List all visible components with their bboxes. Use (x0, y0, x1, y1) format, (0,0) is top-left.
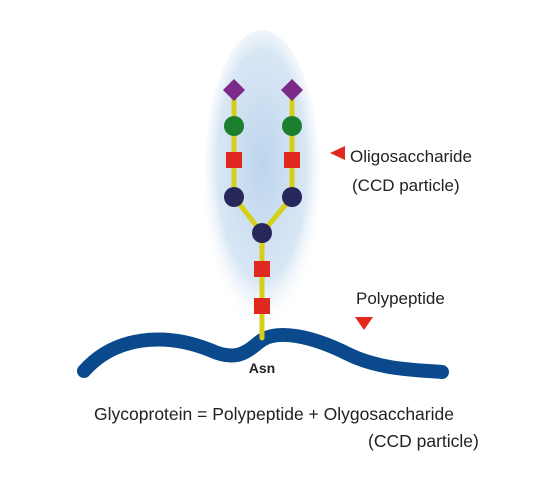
red-square (254, 298, 270, 314)
purple-diamond (281, 79, 303, 101)
purple-diamond (223, 79, 245, 101)
green-circle (224, 116, 244, 136)
polypeptide-pointer-arrow (355, 317, 373, 330)
oligosaccharide-pointer-arrow (330, 146, 345, 160)
red-square (284, 152, 300, 168)
caption-equation: Glycoprotein = Polypeptide + Olygosaccha… (94, 404, 454, 424)
caption-ccd-particle: (CCD particle) (368, 431, 479, 451)
green-circle (282, 116, 302, 136)
red-square (254, 261, 270, 277)
navy-circle (252, 223, 272, 243)
asn-label: Asn (249, 360, 275, 376)
navy-circle (282, 187, 302, 207)
oligosaccharide-label: Oligosaccharide (350, 147, 472, 166)
red-square (226, 152, 242, 168)
ccd-particle-label: (CCD particle) (352, 176, 460, 195)
navy-circle (224, 187, 244, 207)
polypeptide-label: Polypeptide (356, 289, 445, 308)
